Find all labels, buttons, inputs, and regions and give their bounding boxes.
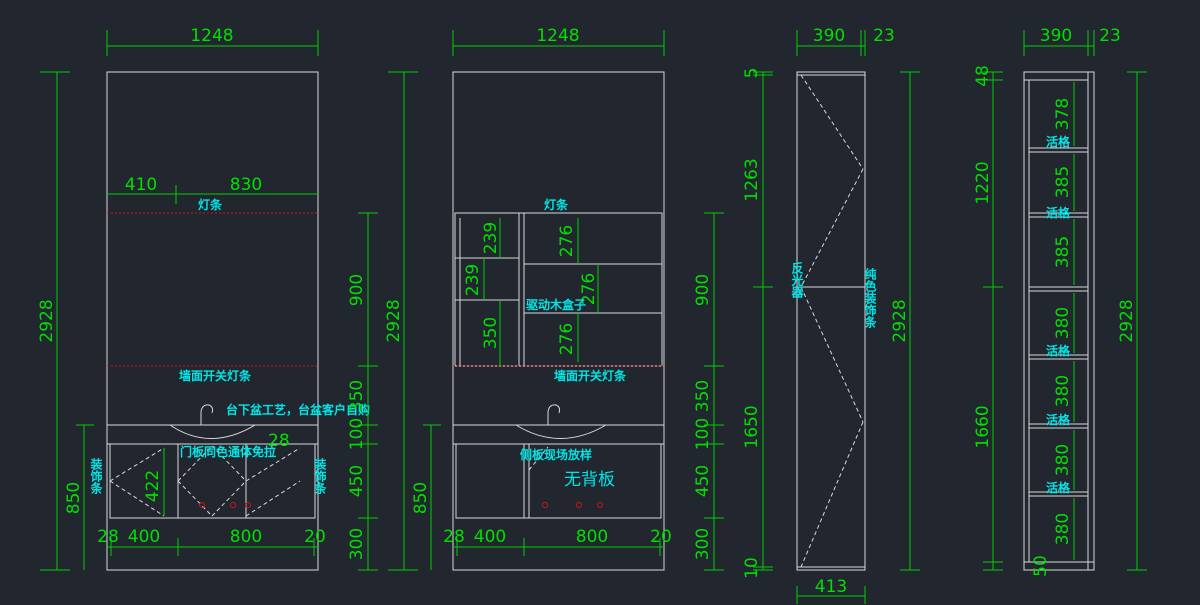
v4-top-0: 390	[1040, 26, 1072, 46]
v2-right-shelf-1: 276	[579, 273, 599, 305]
v2-total-height: 2928	[384, 299, 404, 342]
v1-right-4: 300	[347, 528, 367, 560]
v4-shelf-1: 385	[1053, 166, 1073, 198]
v3-top-1: 23	[873, 26, 895, 46]
v2-right-1: 350	[693, 380, 713, 412]
v2-left-shelf-0: 239	[481, 222, 501, 254]
v3-total-height: 2928	[890, 299, 910, 342]
v2-wall-switch-strip: 墙面开关灯条	[554, 368, 627, 383]
v4-left-3: 50	[1031, 555, 1051, 577]
v1-deco-right: 装饰条	[313, 457, 327, 495]
v1-wall-switch-strip: 墙面开关灯条	[179, 368, 252, 383]
v2-right-4: 300	[693, 528, 713, 560]
v3-left-0: 5	[742, 68, 762, 79]
v1-upper-left: 410	[125, 175, 157, 195]
v3-left-2: 1650	[742, 405, 762, 448]
v4-movable-2: 活格	[1046, 343, 1071, 358]
v3-left-3: 10	[742, 557, 762, 579]
view4-shelf-section: 390 23 378 385 385 380 380 380 380 活格	[973, 26, 1147, 577]
v1-upper-right: 830	[230, 175, 262, 195]
v4-movable-3: 活格	[1046, 412, 1071, 427]
v3-bottom-width: 413	[815, 577, 847, 597]
v2-right-2: 100	[693, 418, 713, 450]
view1-front-elevation: 1248 410 830 灯条 墙面开关灯条 台下盆工艺，台盆客户自购 4	[37, 26, 378, 571]
v4-shelf-0: 378	[1053, 98, 1073, 130]
v2-right-shelf-2: 276	[557, 323, 577, 355]
v3-mirror-note: 反光器	[790, 261, 804, 299]
v4-movable-1: 活格	[1046, 205, 1071, 220]
v2-right-3: 450	[693, 465, 713, 497]
v2-drive-box: 驱动木盒子	[526, 297, 586, 312]
v1-right-1: 350	[347, 380, 367, 412]
v2-right-0: 900	[693, 274, 713, 306]
v4-movable-0: 活格	[1046, 134, 1071, 149]
v1-bottom-3: 20	[304, 527, 326, 547]
v1-bottom-2: 800	[230, 527, 262, 547]
v4-total-height: 2928	[1117, 299, 1137, 342]
v1-dim-28: 28	[268, 431, 290, 451]
v1-bottom-0: 28	[97, 527, 119, 547]
v4-top-1: 23	[1099, 26, 1121, 46]
v1-cabinet-height: 850	[64, 482, 84, 514]
v4-movable-4: 活格	[1046, 480, 1071, 495]
v3-top-0: 390	[813, 26, 845, 46]
v1-right-2: 100	[347, 418, 367, 450]
v2-no-back: 无背板	[564, 470, 615, 490]
v2-light-strip: 灯条	[544, 197, 569, 212]
v4-shelf-3: 380	[1053, 307, 1073, 339]
v2-top-width: 1248	[536, 26, 579, 46]
v2-bottom-1: 400	[474, 527, 506, 547]
v1-deco-left: 装饰条	[89, 457, 103, 495]
v1-dim-422: 422	[143, 470, 163, 502]
v1-door-note: 门板同色通体免拉	[180, 444, 276, 459]
v4-left-0: 48	[973, 65, 993, 87]
v1-light-strip: 灯条	[198, 197, 223, 212]
v2-bottom-0: 28	[443, 527, 465, 547]
v1-top-width: 1248	[190, 26, 233, 46]
v4-shelf-5: 380	[1053, 444, 1073, 476]
v1-bottom-1: 400	[128, 527, 160, 547]
v4-left-1: 1220	[973, 161, 993, 204]
view3-side-elevation: 390 23 反光器 纯色装饰条 5 1263 1650 10 2928 413	[742, 26, 920, 604]
view2-internal-elevation: 1248 灯条 239 239 350 276 276 276 驱动木盒子 墙面…	[384, 26, 724, 571]
v1-right-3: 450	[347, 465, 367, 497]
v3-deco-note: 纯色装饰条	[863, 267, 877, 329]
v2-cabinet-height: 850	[411, 482, 431, 514]
v1-right-0: 900	[347, 274, 367, 306]
v2-right-shelf-0: 276	[557, 225, 577, 257]
v4-shelf-2: 385	[1053, 236, 1073, 268]
v2-bottom-2: 800	[576, 527, 608, 547]
v3-left-1: 1263	[742, 158, 762, 201]
v4-shelf-6: 380	[1053, 513, 1073, 545]
v2-bottom-3: 20	[650, 527, 672, 547]
v1-sink-note: 台下盆工艺，台盆客户自购	[226, 402, 370, 417]
v4-left-2: 1660	[973, 405, 993, 448]
v2-shelf-note: 侧板现场放样	[520, 447, 592, 462]
v2-left-shelf-1: 239	[463, 264, 483, 296]
v2-left-shelf-2: 350	[481, 317, 501, 349]
v4-shelf-4: 380	[1053, 375, 1073, 407]
v1-total-height: 2928	[37, 299, 57, 342]
